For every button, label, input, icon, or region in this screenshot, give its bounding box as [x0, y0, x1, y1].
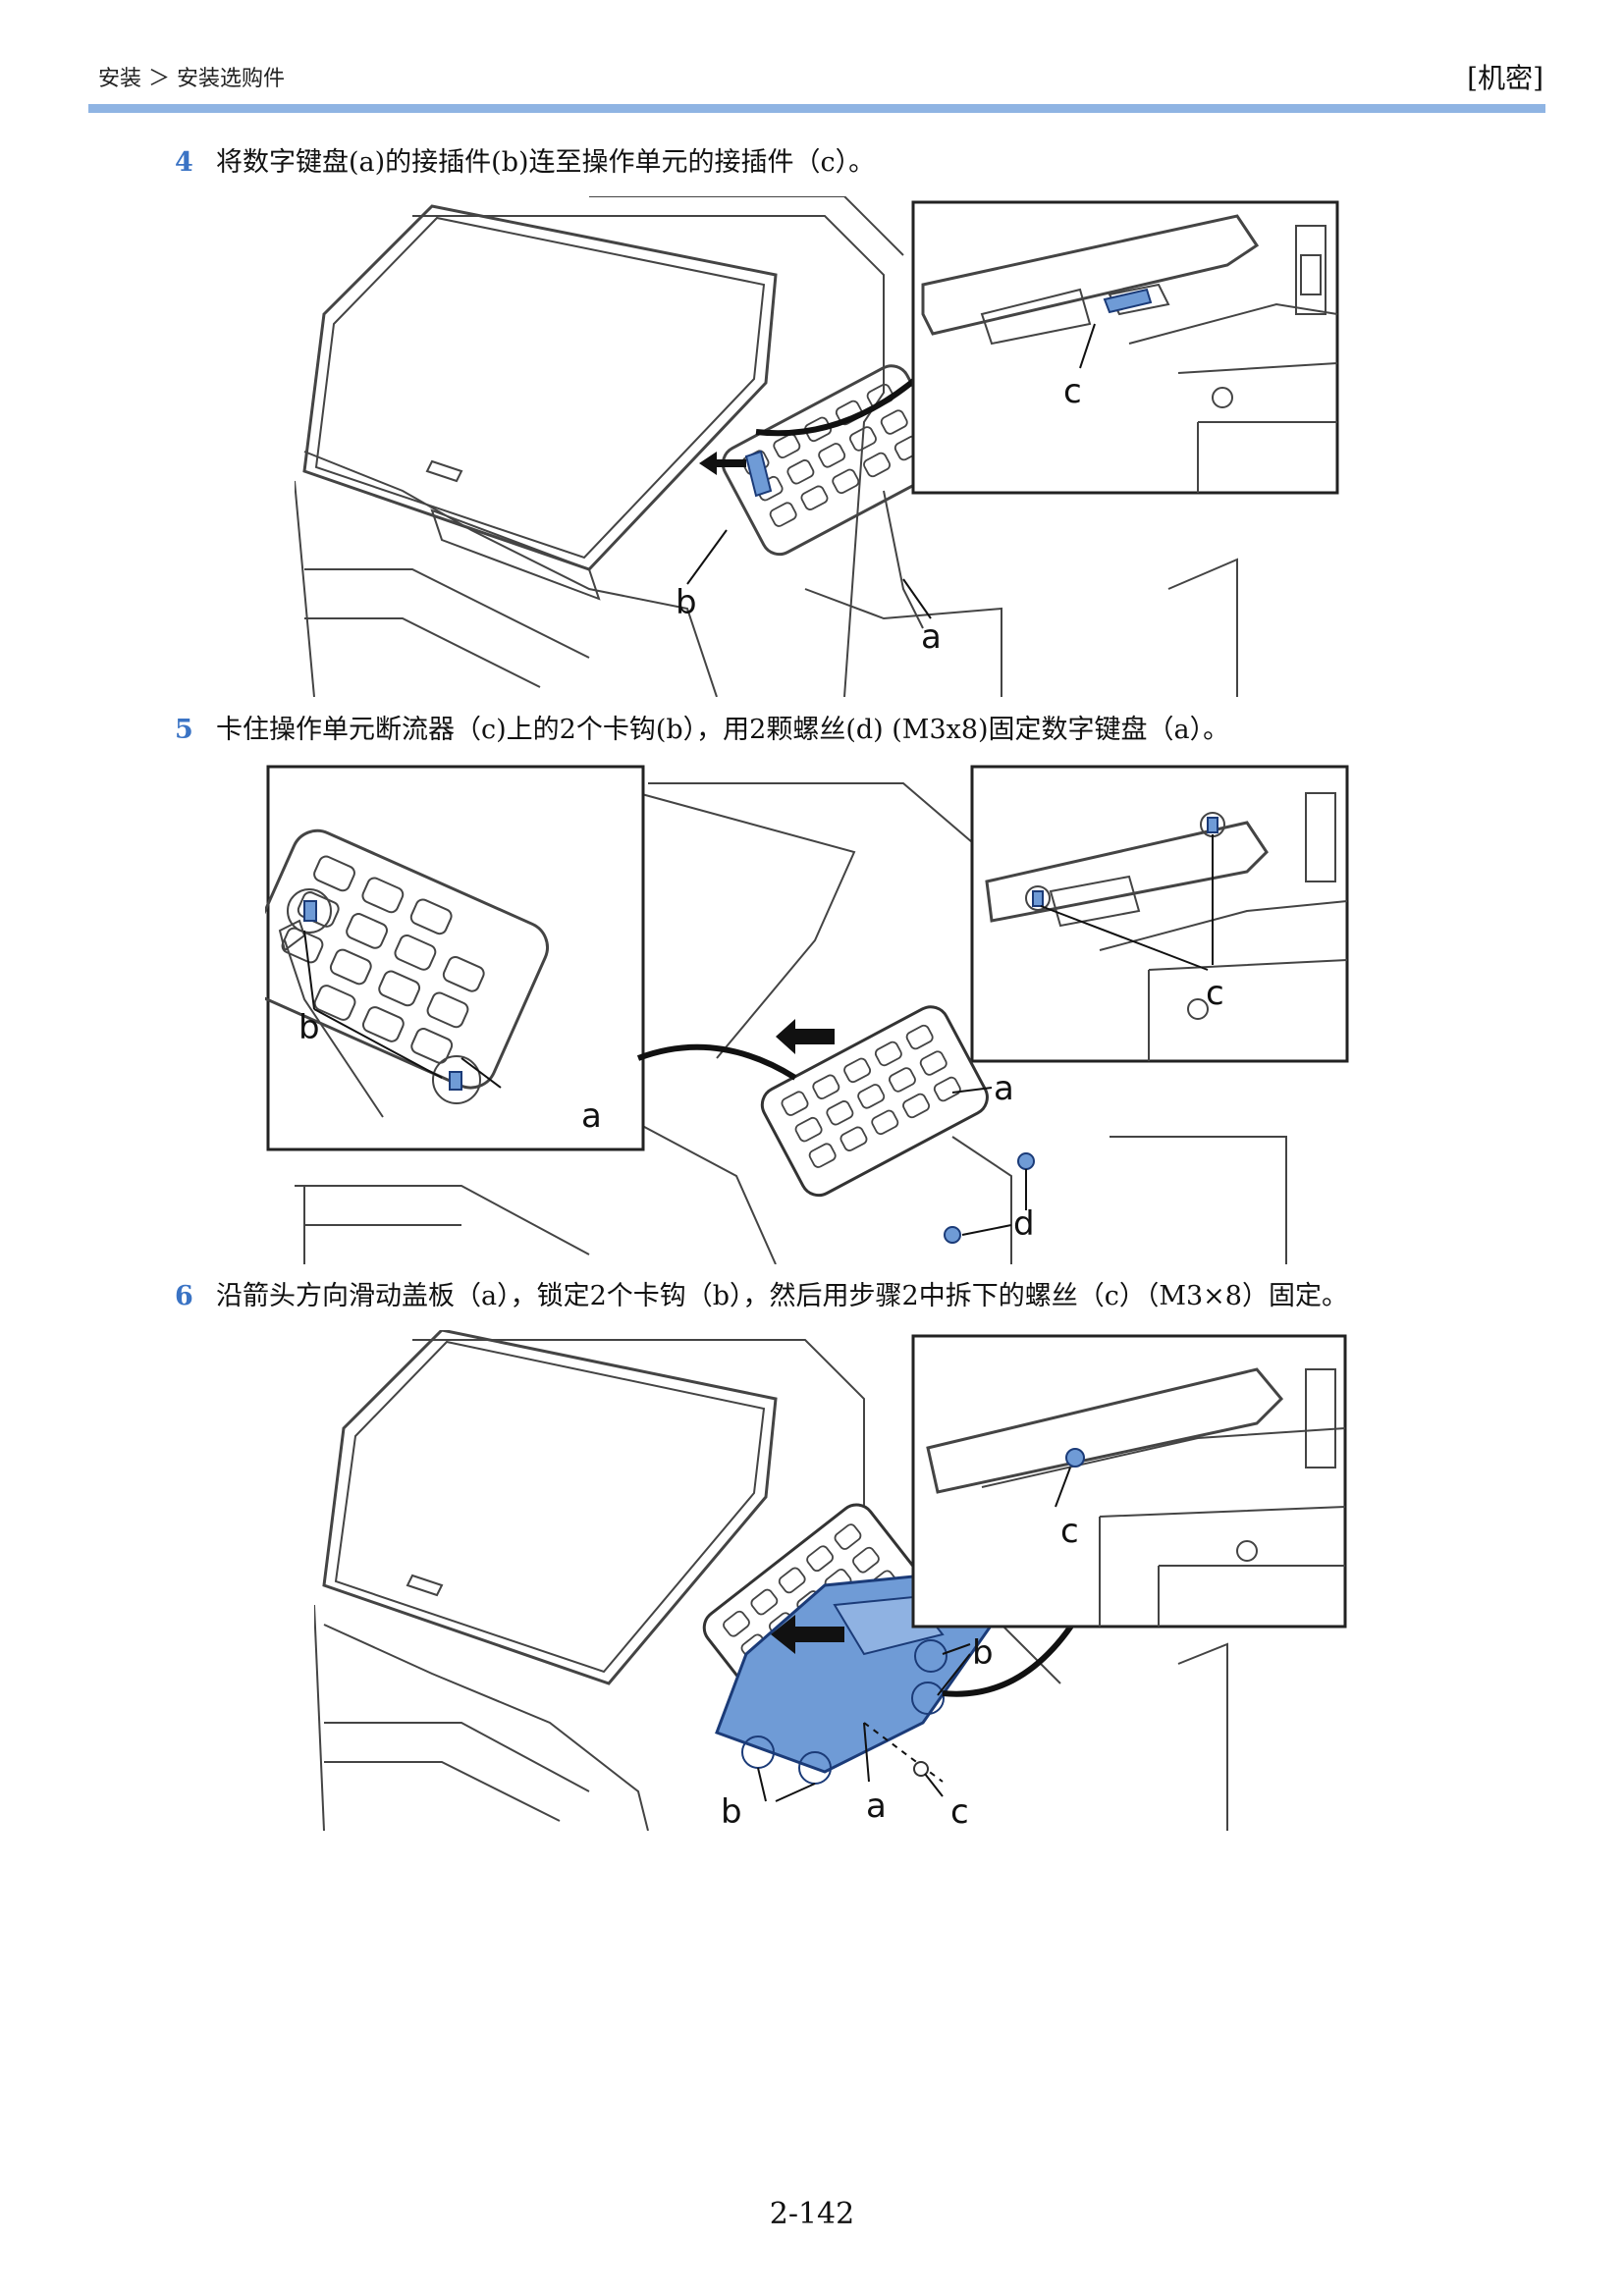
figure-step-4: c b a [295, 196, 1355, 697]
figure-step-5: b a c a [265, 764, 1355, 1264]
step-6: 6 沿箭头方向滑动盖板（a），锁定2个卡钩（b），然后用步骤2中拆下的螺丝（c）（… [175, 1279, 1348, 1314]
page-header: 安装 ＞ 安装选购件 [机密] [98, 57, 1543, 96]
label-c-inset: c [1060, 1512, 1079, 1551]
header-rule [88, 104, 1545, 113]
label-d: d [1013, 1204, 1035, 1244]
page-number: 2-142 [769, 2197, 855, 2231]
label-a: a [994, 1069, 1014, 1108]
label-a: a [866, 1787, 887, 1826]
step-4: 4 将数字键盘(a)的接插件(b)连至操作单元的接插件（c）。 [175, 145, 875, 181]
label-b: b [298, 1008, 320, 1047]
step-number: 6 [175, 1281, 193, 1311]
label-b-top: b [972, 1633, 994, 1673]
label-c: c [1063, 372, 1082, 411]
label-a: a [921, 617, 942, 657]
breadcrumb: 安装 ＞ 安装选购件 [98, 67, 285, 91]
step-5: 5 卡住操作单元断流器（c)上的2个卡钩(b），用2颗螺丝(d) (M3x8)固定… [175, 713, 1229, 748]
label-b: b [676, 583, 697, 622]
label-b-bottom: b [721, 1792, 742, 1831]
figure-step-6: c b b a c [314, 1330, 1355, 1831]
step-number: 5 [175, 715, 193, 745]
step-text: 沿箭头方向滑动盖板（a），锁定2个卡钩（b），然后用步骤2中拆下的螺丝（c）（M… [216, 1281, 1348, 1311]
classification-label: [机密] [1467, 62, 1543, 94]
label-c: c [1206, 974, 1224, 1013]
label-c: c [950, 1792, 969, 1831]
step-number: 4 [175, 147, 193, 178]
step-text: 将数字键盘(a)的接插件(b)连至操作单元的接插件（c）。 [216, 147, 876, 178]
step-text: 卡住操作单元断流器（c)上的2个卡钩(b），用2颗螺丝(d) (M3x8)固定数… [216, 715, 1230, 745]
label-a-inset: a [581, 1096, 602, 1136]
